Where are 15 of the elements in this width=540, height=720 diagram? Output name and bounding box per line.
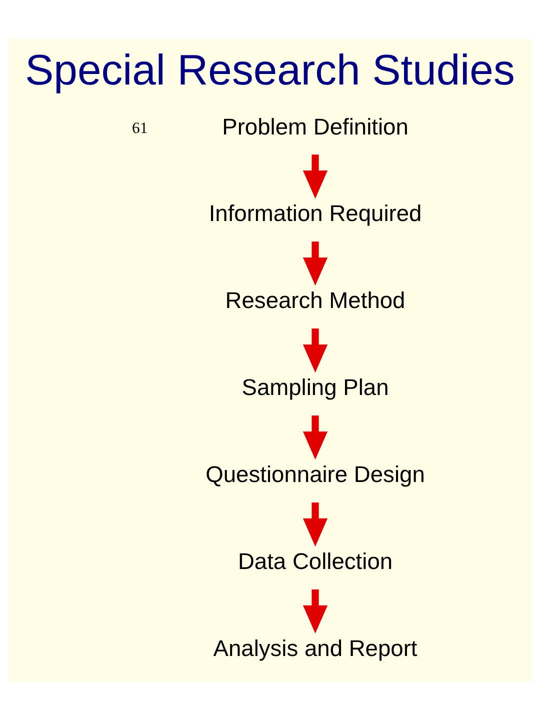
arrow [302,415,328,460]
node-text: Sampling Plan [242,374,389,400]
arrow [302,588,328,634]
arrow [302,502,328,546]
label: 61 [132,119,148,136]
diagram-title: Special Research Studies [25,46,515,94]
node-text: Research Method [225,286,406,313]
arrow [302,154,328,198]
node-text: Information Required [208,200,422,226]
node-text: Data Collection [238,548,393,574]
arrow [302,241,328,286]
node-text: Questionnaire Design [206,460,425,487]
node-text: Problem Definition [222,112,408,139]
arrow [302,328,328,372]
node-text: Analysis and Report [213,634,418,661]
